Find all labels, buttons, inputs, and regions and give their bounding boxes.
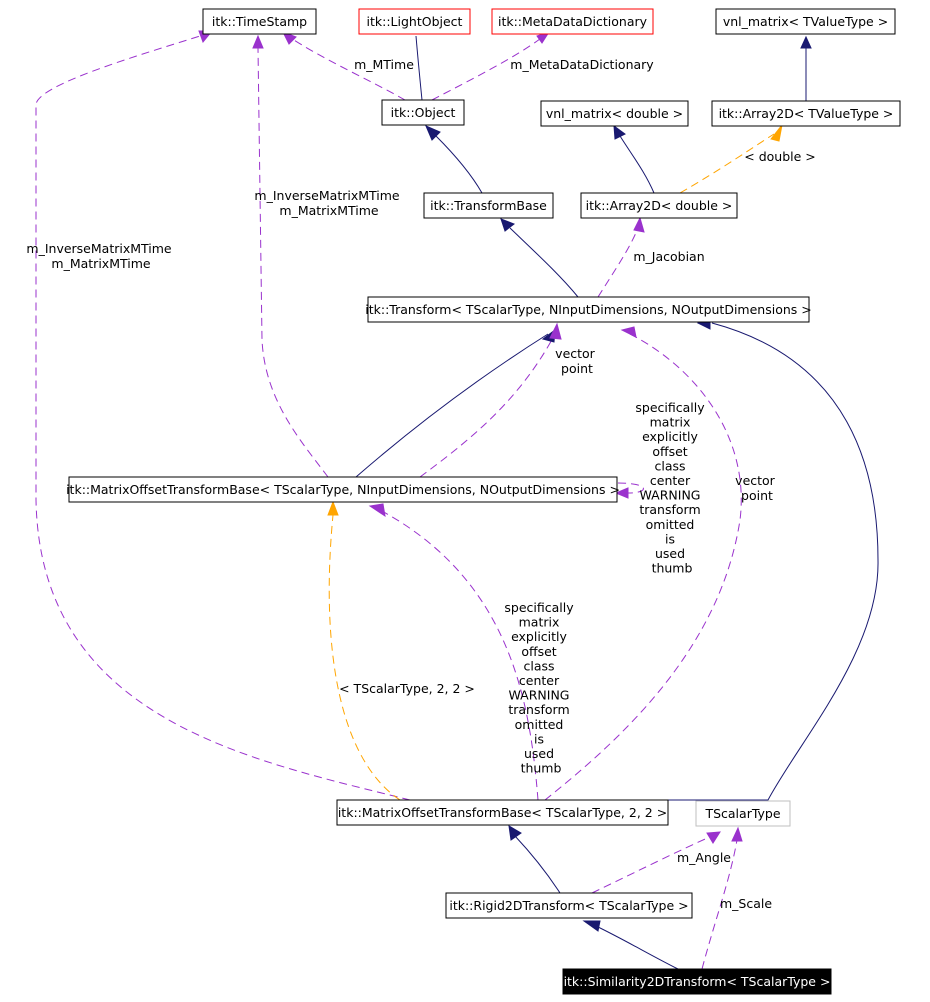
edge-motb22-inherits-transform <box>652 322 879 801</box>
node-vnl-matrix-t[interactable]: vnl_matrix< TValueType > <box>715 8 896 35</box>
node-vnl-matrix-double-label: vnl_matrix< double > <box>546 106 683 121</box>
edge-motb22-instantiates-motb <box>328 514 401 801</box>
label-double-template: < double > <box>744 149 816 164</box>
node-rigid2dtransform-label: itk::Rigid2DTransform< TScalarType > <box>449 898 688 913</box>
node-vnl-matrix-double[interactable]: vnl_matrix< double > <box>540 100 689 127</box>
arrowhead-motb <box>368 503 386 518</box>
node-matrixoffsettransformbase-2-2-label: itk::MatrixOffsetTransformBase< TScalarT… <box>338 805 667 820</box>
node-rigid2dtransform[interactable]: itk::Rigid2DTransform< TScalarType > <box>445 892 693 919</box>
label-vector-point-upper: vector point <box>555 346 599 376</box>
edge-rigid2d-inherits-motb22 <box>514 835 561 894</box>
node-transformbase[interactable]: itk::TransformBase <box>423 192 554 219</box>
edge-labels: m_MTime m_MetaDataDictionary < double > … <box>26 57 815 911</box>
edge-motb22-uses-transform <box>544 333 742 801</box>
node-matrixoffsettransformbase-2-2[interactable]: itk::MatrixOffsetTransformBase< TScalarT… <box>336 799 669 826</box>
nodes: itk::TimeStamp itk::LightObject itk::Met… <box>66 8 901 995</box>
label-inverse-mtime-left: m_InverseMatrixMTime m_MatrixMTime <box>26 241 175 271</box>
label-motb-self-members: specifically matrix explicitly offset cl… <box>635 400 708 576</box>
arrowhead-vnlmatrix-t <box>800 35 812 49</box>
edge-object-uses-metadatadictionary <box>431 35 545 101</box>
node-lightobject[interactable]: itk::LightObject <box>358 8 471 35</box>
label-m-metadatadictionary: m_MetaDataDictionary <box>510 57 654 72</box>
edge-motb-uses-transform <box>419 333 556 478</box>
node-lightobject-label: itk::LightObject <box>367 14 463 29</box>
edge-array2d-double-instantiates-array2d <box>679 133 775 194</box>
label-m-angle: m_Angle <box>677 850 731 865</box>
node-array2d-t[interactable]: itk::Array2D< TValueType > <box>711 100 901 127</box>
label-inverse-mtime-mid: m_InverseMatrixMTime m_MatrixMTime <box>254 188 403 218</box>
arrowhead-array2d-template <box>770 124 783 142</box>
node-matrixoffsettransformbase[interactable]: itk::MatrixOffsetTransformBase< TScalarT… <box>66 476 620 503</box>
edge-object-inherits-lightobject <box>415 35 423 101</box>
edge-motb-self-usage <box>617 482 644 494</box>
arrowhead-motb-template <box>327 500 339 516</box>
node-transformbase-label: itk::TransformBase <box>430 198 547 213</box>
label-motb22-members: specifically matrix explicitly offset cl… <box>504 600 577 776</box>
edge-motb22-uses-motb <box>379 509 539 801</box>
edge-motb-uses-timestamp-mid <box>257 47 329 478</box>
label-tscalartype-2-2: < TScalarType, 2, 2 > <box>339 681 475 696</box>
node-metadatadictionary[interactable]: itk::MetaDataDictionary <box>491 8 654 35</box>
arrowhead-motb-self <box>614 487 629 499</box>
label-m-mtime: m_MTime <box>354 57 414 72</box>
node-timestamp-label: itk::TimeStamp <box>212 14 307 29</box>
node-array2d-double-label: itk::Array2D< double > <box>586 198 733 213</box>
node-transform[interactable]: itk::Transform< TScalarType, NInputDimen… <box>365 296 812 323</box>
arrowhead-transformbase <box>500 218 516 232</box>
node-object[interactable]: itk::Object <box>381 99 465 126</box>
node-object-label: itk::Object <box>391 105 456 120</box>
node-vnl-matrix-t-label: vnl_matrix< TValueType > <box>723 14 888 29</box>
arrowhead-tscalartype-scale <box>731 826 743 842</box>
edge-similarity2d-uses-tscalartype <box>701 839 738 970</box>
arrowhead-vnlmatrix-double <box>613 124 626 140</box>
arrowheads <box>198 21 812 932</box>
arrowhead-tscalartype-angle <box>706 831 721 844</box>
edge-array2d-double-inherits-vnlmatrix-double <box>619 135 655 194</box>
edges <box>35 35 879 970</box>
node-tscalartype[interactable]: TScalarType <box>695 800 791 827</box>
edge-motb-inherits-transform <box>355 333 549 478</box>
label-m-jacobian: m_Jacobian <box>633 249 704 264</box>
edge-transform-uses-array2d-double <box>597 227 639 298</box>
arrowhead-rigid2d <box>582 920 601 932</box>
arrowhead-motb22 <box>508 825 522 841</box>
arrowhead-array2d-double <box>633 216 645 233</box>
node-tscalartype-label: TScalarType <box>704 806 780 821</box>
arrowhead-object <box>425 125 441 141</box>
edge-transform-inherits-transformbase <box>509 227 579 298</box>
arrowhead-transform-right <box>620 326 637 338</box>
node-timestamp[interactable]: itk::TimeStamp <box>202 8 317 35</box>
node-transform-label: itk::Transform< TScalarType, NInputDimen… <box>365 302 811 317</box>
node-array2d-double[interactable]: itk::Array2D< double > <box>580 192 738 219</box>
node-array2d-t-label: itk::Array2D< TValueType > <box>719 106 894 121</box>
edge-object-uses-timestamp <box>287 35 406 101</box>
edge-motb22-uses-timestamp-left <box>35 35 411 801</box>
label-vector-point-right: vector point <box>735 473 779 503</box>
node-metadatadictionary-label: itk::MetaDataDictionary <box>498 14 648 29</box>
arrowhead-transform-vector <box>549 322 562 340</box>
label-m-scale: m_Scale <box>720 896 772 911</box>
edge-similarity2d-inherits-rigid2d <box>595 925 679 970</box>
node-similarity2dtransform[interactable]: itk::Similarity2DTransform< TScalarType … <box>562 968 832 995</box>
node-similarity2dtransform-label: itk::Similarity2DTransform< TScalarType … <box>564 974 831 989</box>
arrowhead-timestamp-mid <box>252 34 264 49</box>
edge-transformbase-inherits-object <box>435 135 483 194</box>
edge-rigid2d-uses-tscalartype <box>591 835 713 894</box>
node-matrixoffsettransformbase-label: itk::MatrixOffsetTransformBase< TScalarT… <box>66 482 620 497</box>
